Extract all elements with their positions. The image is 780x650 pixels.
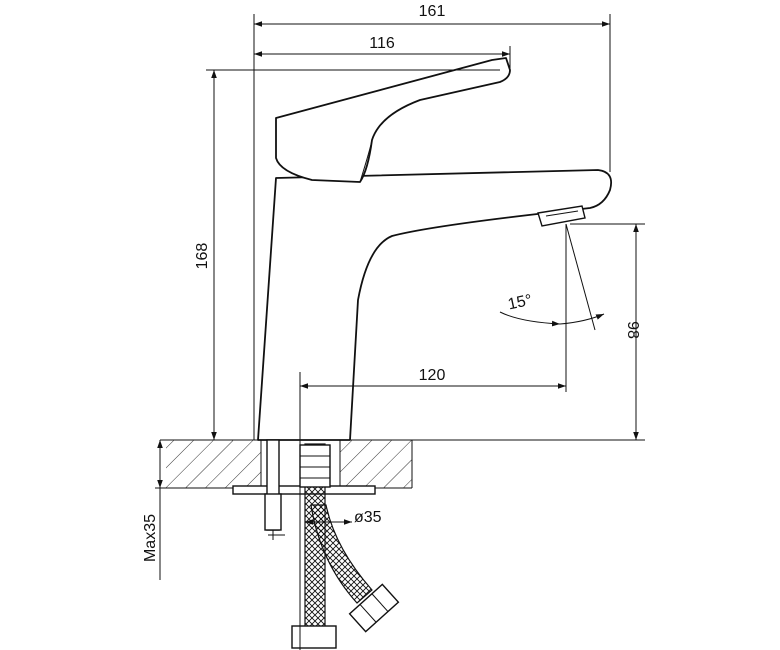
angle-arc	[559, 313, 605, 325]
faucet-body	[257, 169, 613, 441]
lever-handle	[275, 57, 511, 183]
hose-connector-top	[299, 444, 331, 488]
hose-nut-bottom	[291, 625, 337, 649]
dimension-lever-width: 116	[254, 35, 511, 70]
deck-hatch-left	[166, 440, 261, 488]
lever-crease	[359, 139, 373, 183]
lever-handle-outline	[275, 57, 511, 183]
mounting-assembly	[232, 439, 400, 649]
label-168: 168	[194, 243, 211, 270]
deck-hatch-right	[340, 440, 412, 488]
dimension-spout-reach: 120	[299, 224, 567, 650]
dimension-mount-hole: ø35	[305, 509, 382, 526]
label-max35: Max35	[142, 514, 159, 562]
dimension-spout-height: 98	[412, 223, 645, 441]
label-35: ø35	[354, 509, 382, 526]
dimension-overall-width: 161	[253, 3, 611, 440]
dimension-overall-height: 168	[194, 69, 500, 440]
hose-angled	[310, 504, 373, 604]
countertop-section	[160, 439, 640, 489]
hose-nut-angled	[348, 583, 400, 633]
label-15deg: 15°	[506, 292, 533, 314]
dimension-max-deck: Max35	[142, 440, 168, 580]
angle-ray	[565, 223, 596, 331]
label-116: 116	[369, 35, 395, 52]
dimension-spout-angle: 15°	[499, 223, 605, 331]
label-161: 161	[419, 3, 446, 20]
label-120: 120	[419, 367, 446, 384]
spout-aerator	[537, 205, 586, 227]
faucet-spout-outline	[257, 169, 613, 441]
aerator-ring	[545, 210, 579, 217]
stud-nut	[264, 493, 282, 531]
label-98: 98	[624, 321, 641, 339]
angle-leader	[499, 311, 561, 327]
